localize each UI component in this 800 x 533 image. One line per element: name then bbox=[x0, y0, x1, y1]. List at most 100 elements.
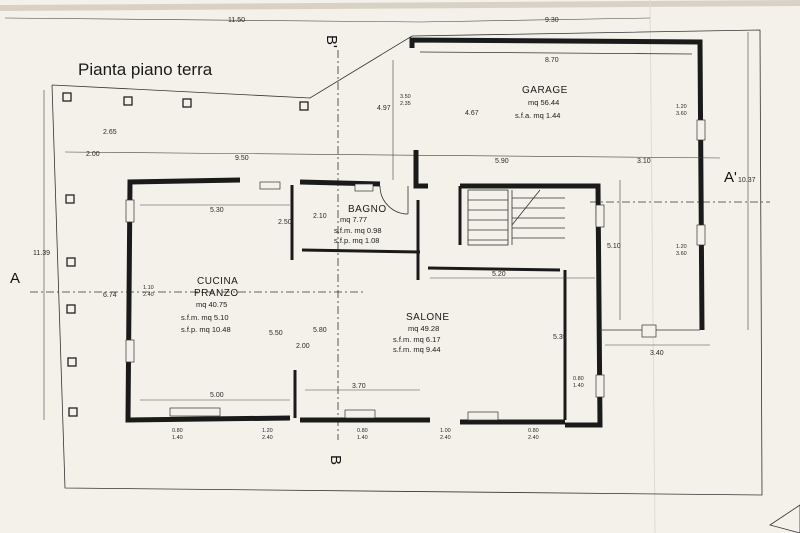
garage-area: mq 56.44 bbox=[528, 98, 559, 107]
pillar-marker bbox=[182, 98, 192, 108]
dim-w-240: 2.40 bbox=[143, 292, 154, 298]
dim-salone-h: 5.80 bbox=[313, 327, 327, 334]
cucina-sfm: s.f.m. mq 5.10 bbox=[181, 313, 229, 322]
dim-bottom-140b: 1.40 bbox=[357, 435, 368, 441]
dim-left-1139: 11.39 bbox=[33, 250, 50, 257]
dim-row-200: 2.00 bbox=[86, 151, 100, 158]
dim-bottom-100: 1.00 bbox=[440, 428, 451, 434]
pillar-marker bbox=[123, 96, 133, 106]
dim-line-row bbox=[64, 151, 721, 159]
garage-wall bbox=[409, 37, 705, 331]
dim-row-950: 9.50 bbox=[235, 155, 249, 162]
dim-right-1037: 10.37 bbox=[738, 177, 756, 184]
dim-w-140: 1.40 bbox=[573, 383, 584, 389]
site-boundary bbox=[51, 29, 763, 496]
house-outer-wall bbox=[413, 150, 428, 189]
bagno-label: BAGNO bbox=[348, 204, 387, 215]
house-outer-wall bbox=[460, 183, 603, 428]
window-salone bbox=[467, 411, 499, 421]
dim-row-590: 5.90 bbox=[495, 158, 509, 165]
window-right bbox=[595, 374, 605, 398]
dim-bottom-140: 1.40 bbox=[172, 435, 183, 441]
bagno-sfp: s.f.p. mq 1.08 bbox=[334, 236, 379, 245]
salone-sfm: s.f.m. mq 6.17 bbox=[393, 335, 441, 344]
dim-row-310: 3.10 bbox=[637, 158, 651, 165]
garage-dim-line bbox=[419, 51, 693, 55]
interior-wall bbox=[427, 266, 561, 272]
dim-stair-w: 2.50 bbox=[278, 219, 292, 226]
cucina-label: CUCINA bbox=[197, 276, 238, 287]
salone-sfm-2: s.f.m. mq 9.44 bbox=[393, 345, 441, 354]
section-marker-b: B bbox=[327, 455, 344, 465]
cucina-sfp: s.f.p. mq 10.48 bbox=[181, 325, 231, 334]
dim-salone-w: 5.20 bbox=[492, 271, 506, 278]
bagno-sfm: s.f.m. mq 0.98 bbox=[334, 226, 382, 235]
dim-cucina-h: 5.50 bbox=[269, 330, 283, 337]
dim-top-total-left: 11.50 bbox=[228, 17, 245, 24]
dim-bottom-240b: 2.40 bbox=[440, 435, 451, 441]
corner-artifact bbox=[769, 504, 800, 533]
dim-left-265: 2.65 bbox=[103, 129, 117, 136]
pillar-marker bbox=[66, 257, 76, 267]
dim-g-360b: 3.60 bbox=[676, 251, 687, 257]
dim-line-top-right bbox=[419, 17, 651, 23]
interior-wall bbox=[301, 248, 421, 254]
bagno-door-arc bbox=[379, 185, 409, 215]
dim-salone-bottom: 3.70 bbox=[352, 383, 366, 390]
window-cucina bbox=[169, 407, 221, 417]
house-outer-wall bbox=[125, 177, 291, 423]
dim-mid-200: 2.00 bbox=[296, 343, 310, 350]
garage-label: GARAGE bbox=[522, 85, 568, 96]
dim-right-340: 3.40 bbox=[650, 350, 664, 357]
dim-right-510: 5.10 bbox=[607, 243, 621, 250]
pillar-marker bbox=[299, 101, 309, 111]
staircase bbox=[467, 189, 565, 246]
salone-area: mq 49.28 bbox=[408, 324, 439, 333]
cucina-area: mq 40.75 bbox=[196, 300, 227, 309]
pillar-marker bbox=[66, 304, 76, 314]
section-marker-a-prime: A' bbox=[724, 169, 737, 186]
dim-h-497: 4.97 bbox=[377, 105, 391, 112]
garage-window bbox=[696, 119, 706, 141]
dim-g-360a: 3.60 bbox=[676, 111, 687, 117]
pranzo-label: PRANZO bbox=[194, 288, 239, 299]
window-bagno bbox=[354, 183, 374, 192]
section-marker-a: A bbox=[10, 270, 20, 287]
window-right bbox=[595, 204, 605, 228]
garage-sfa: s.f.a. mq 1.44 bbox=[515, 111, 560, 120]
pillar-marker bbox=[68, 407, 78, 417]
dim-cucina-bottom: 5.00 bbox=[210, 392, 224, 399]
dim-w-080: 0.80 bbox=[573, 376, 584, 382]
dim-left-674: 6.74 bbox=[103, 292, 117, 299]
pillar-marker bbox=[67, 357, 77, 367]
window-salone bbox=[344, 409, 376, 419]
dim-top-total-right: 9.30 bbox=[545, 17, 559, 24]
dim-h-350: 3.50 bbox=[400, 94, 411, 100]
dim-bottom-080c: 0.80 bbox=[528, 428, 539, 434]
paper-fold bbox=[649, 0, 656, 533]
dim-bottom-240: 2.40 bbox=[262, 435, 273, 441]
dim-bagno-w: 2.10 bbox=[313, 213, 327, 220]
dim-cucina-w: 5.30 bbox=[210, 207, 224, 214]
pillar-marker bbox=[65, 194, 75, 204]
window-cucina-top bbox=[259, 181, 281, 190]
dim-salone-h2: 5.35 bbox=[553, 334, 567, 341]
section-marker-b-prime: B' bbox=[323, 35, 340, 48]
dim-g-120b: 1.20 bbox=[676, 244, 687, 250]
dim-w-110: 1.10 bbox=[143, 285, 154, 291]
bagno-area: mq 7.77 bbox=[340, 215, 367, 224]
dim-bottom-080: 0.80 bbox=[172, 428, 183, 434]
dim-g-120a: 1.20 bbox=[676, 104, 687, 110]
dim-bottom-080b: 0.80 bbox=[357, 428, 368, 434]
dim-garage-width: 8.70 bbox=[545, 57, 559, 64]
dim-line-top-left bbox=[4, 17, 421, 23]
dim-bottom-240c: 2.40 bbox=[528, 435, 539, 441]
entrance-mark bbox=[641, 324, 657, 338]
window-cucina-side bbox=[125, 199, 135, 223]
garage-window bbox=[696, 224, 706, 246]
plan-title: Pianta piano terra bbox=[78, 60, 213, 79]
window-cucina-side bbox=[125, 339, 135, 363]
dim-h-467: 4.67 bbox=[465, 110, 479, 117]
